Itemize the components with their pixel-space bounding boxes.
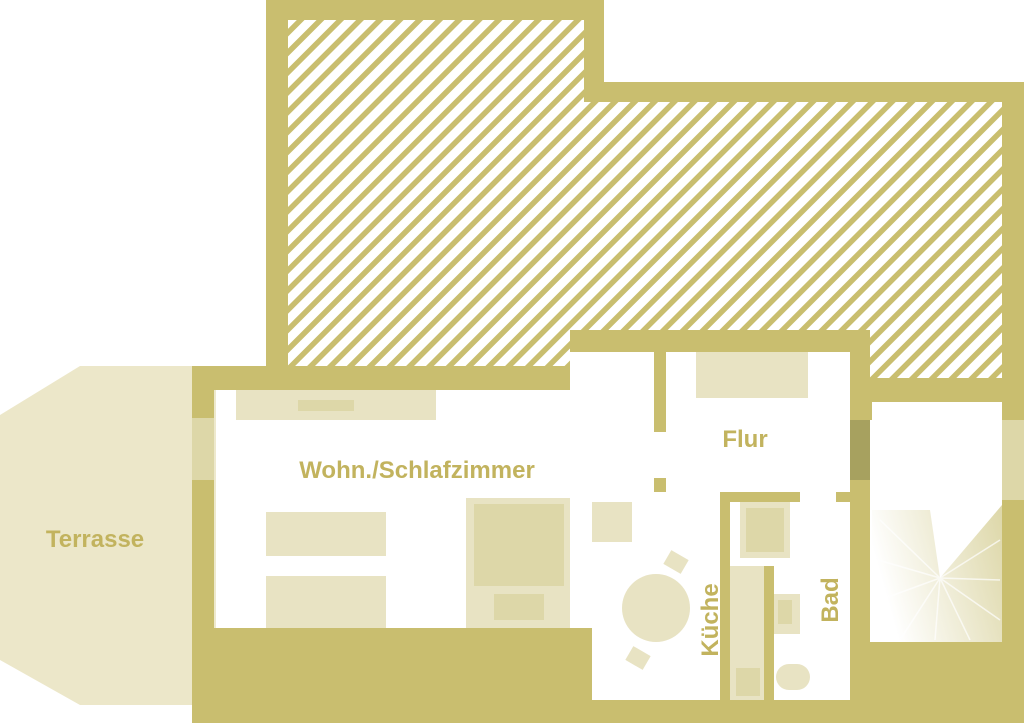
stair-treads (877, 519, 1001, 641)
staircase (872, 505, 1002, 642)
chair-bottom (625, 646, 651, 670)
hall-cabinet (696, 352, 808, 398)
washbasin-inner (778, 600, 792, 624)
bed-mattress (474, 504, 564, 586)
kitchen-wall-right (720, 492, 730, 700)
room-label-bath: Bad (817, 577, 844, 622)
window-left (192, 418, 214, 480)
chair-top (663, 550, 689, 574)
living-hall-connector (570, 352, 654, 478)
dining-table (622, 574, 690, 642)
bed-pillow (494, 594, 544, 620)
toilet (776, 664, 810, 690)
room-label-living: Wohn./Schlafzimmer (299, 457, 535, 484)
room-label-terrace: Terrasse (46, 526, 144, 553)
window-stair-right (1002, 420, 1024, 500)
hatched-area (288, 20, 1002, 378)
shower-inner (746, 508, 784, 552)
bath-wall-stub (836, 492, 850, 502)
kitchen-sink (736, 668, 760, 696)
kitchen-corridor (592, 492, 668, 502)
kitchen-wall-divider (764, 566, 774, 700)
sofa-seat (266, 512, 386, 556)
hall-door-opening (652, 432, 668, 478)
window-stair-left (850, 420, 870, 480)
room-label-kitchen: Küche (697, 583, 724, 656)
kitchen-wall-top (720, 492, 800, 502)
room-label-hall: Flur (722, 426, 767, 453)
kitchen-counter (592, 502, 632, 542)
sofa-back (266, 576, 386, 628)
wardrobe-handle (298, 400, 354, 411)
